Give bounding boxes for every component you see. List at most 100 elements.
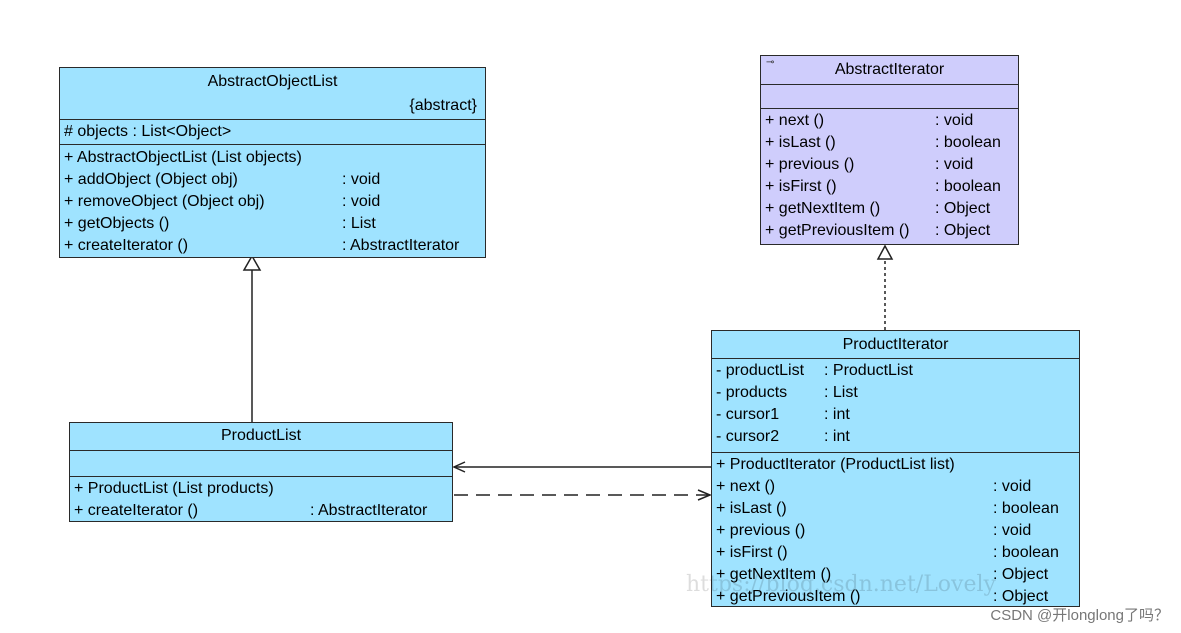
operation-row: + getPreviousItem () : Object bbox=[761, 220, 1018, 242]
operation-row: + ProductIterator (ProductList list) bbox=[712, 454, 1079, 476]
operation-type: : AbstractIterator bbox=[310, 502, 428, 519]
operation-row: + addObject (Object obj) : void bbox=[60, 169, 485, 191]
operation-type: : Object bbox=[935, 222, 991, 239]
operation-name: + getNextItem () bbox=[716, 566, 832, 583]
class-name: AbstractObjectList bbox=[207, 73, 338, 90]
attribute-name: - productList bbox=[716, 362, 805, 379]
realization-productiterator-abstractiterator bbox=[876, 244, 894, 330]
operations-section: + AbstractObjectList (List objects) + ad… bbox=[60, 144, 485, 257]
operation-name: + getNextItem () bbox=[765, 200, 881, 217]
interface-abstract-iterator[interactable]: ⊸ AbstractIterator + next () : void + is… bbox=[760, 55, 1019, 245]
operation-name: + ProductList (List products) bbox=[74, 480, 274, 497]
operation-row: + AbstractObjectList (List objects) bbox=[60, 147, 485, 169]
operations-section: + ProductIterator (ProductList list) + n… bbox=[712, 452, 1079, 608]
operation-row: + previous () : void bbox=[761, 154, 1018, 176]
operation-row: + createIterator () : AbstractIterator bbox=[70, 500, 452, 522]
operation-name: + removeObject (Object obj) bbox=[64, 193, 265, 210]
attribute-row: - cursor1 : int bbox=[712, 404, 1079, 426]
operation-name: + getPreviousItem () bbox=[716, 588, 861, 605]
operation-row: + getPreviousItem () : Object bbox=[712, 586, 1079, 608]
class-name-section: ⊸ AbstractIterator bbox=[761, 56, 1018, 84]
operation-name: + isFirst () bbox=[716, 544, 788, 561]
watermark: https://blog.csdn.net/Lovely bbox=[686, 572, 996, 597]
inheritance-productlist-abstractobjectlist bbox=[242, 254, 262, 422]
attributes-section: - productList : ProductList - products :… bbox=[712, 358, 1079, 452]
attribute-row: - products : List bbox=[712, 382, 1079, 404]
operation-name: + previous () bbox=[716, 522, 806, 539]
class-name: AbstractIterator bbox=[834, 61, 945, 78]
dependency-productlist-productiterator bbox=[454, 489, 712, 501]
operation-row: + isLast () : boolean bbox=[761, 132, 1018, 154]
operation-name: + addObject (Object obj) bbox=[64, 171, 238, 188]
attribute-row: - productList : ProductList bbox=[712, 360, 1079, 382]
operation-type: : void bbox=[935, 156, 974, 173]
class-name-section: AbstractObjectList {abstract} bbox=[60, 68, 485, 119]
operation-name: + next () bbox=[716, 478, 776, 495]
operation-name: + getPreviousItem () bbox=[765, 222, 910, 239]
operation-type: : void bbox=[342, 193, 381, 210]
attribute-type: : ProductList bbox=[824, 362, 913, 379]
attribute-row: - cursor2 : int bbox=[712, 426, 1079, 448]
operation-row: + isLast () : boolean bbox=[712, 498, 1079, 520]
operation-type: : Object bbox=[993, 566, 1049, 583]
operation-row: + isFirst () : boolean bbox=[761, 176, 1018, 198]
operation-name: + AbstractObjectList (List objects) bbox=[64, 149, 302, 166]
operation-type: : void bbox=[935, 112, 974, 129]
stereotype-label: {abstract} bbox=[409, 97, 477, 114]
operation-row: + isFirst () : boolean bbox=[712, 542, 1079, 564]
operation-row: + getNextItem () : Object bbox=[712, 564, 1079, 586]
attribute-type: : int bbox=[824, 428, 850, 445]
operation-type: : boolean bbox=[935, 178, 1001, 195]
class-product-list[interactable]: ProductList + ProductList (List products… bbox=[69, 422, 453, 522]
operation-row: + ProductList (List products) bbox=[70, 478, 452, 500]
operation-name: + ProductIterator (ProductList list) bbox=[716, 456, 955, 473]
operation-row: + getNextItem () : Object bbox=[761, 198, 1018, 220]
class-name-section: ProductIterator bbox=[712, 331, 1079, 358]
operation-type: : boolean bbox=[935, 134, 1001, 151]
operation-name: + isFirst () bbox=[765, 178, 837, 195]
operation-type: : void bbox=[993, 522, 1032, 539]
attribute-name: - products bbox=[716, 384, 788, 401]
attribute-type: : List bbox=[824, 384, 858, 401]
class-abstract-object-list[interactable]: AbstractObjectList {abstract} # objects … bbox=[59, 67, 486, 258]
operation-type: : void bbox=[993, 478, 1032, 495]
attributes-section bbox=[761, 84, 1018, 108]
operation-name: + createIterator () bbox=[64, 237, 189, 254]
operation-type: : boolean bbox=[993, 500, 1059, 517]
operation-type: : List bbox=[342, 215, 376, 232]
operation-name: + isLast () bbox=[716, 500, 787, 517]
class-name-section: ProductList bbox=[70, 423, 452, 450]
operation-name: + getObjects () bbox=[64, 215, 170, 232]
association-productiterator-productlist bbox=[452, 461, 711, 473]
operation-row: + removeObject (Object obj) : void bbox=[60, 191, 485, 213]
attributes-section: # objects : List<Object> bbox=[60, 119, 485, 144]
operation-name: + createIterator () bbox=[74, 502, 199, 519]
operation-type: : Object bbox=[993, 588, 1049, 605]
attribute-name: - cursor1 bbox=[716, 406, 780, 423]
class-name: ProductList bbox=[220, 427, 302, 444]
footer-credit: CSDN @开longlong了吗？ bbox=[990, 607, 1169, 624]
operation-name: + previous () bbox=[765, 156, 855, 173]
operation-type: : boolean bbox=[993, 544, 1059, 561]
attribute-row: # objects : List<Object> bbox=[60, 121, 485, 143]
operations-section: + next () : void + isLast () : boolean +… bbox=[761, 108, 1018, 242]
operation-row: + next () : void bbox=[712, 476, 1079, 498]
attributes-section bbox=[70, 450, 452, 476]
class-product-iterator[interactable]: ProductIterator - productList : ProductL… bbox=[711, 330, 1080, 607]
operation-type: : Object bbox=[935, 200, 991, 217]
operation-type: : AbstractIterator bbox=[342, 237, 460, 254]
operation-row: + previous () : void bbox=[712, 520, 1079, 542]
operations-section: + ProductList (List products) + createIt… bbox=[70, 476, 452, 522]
operation-type: : void bbox=[342, 171, 381, 188]
operation-name: + next () bbox=[765, 112, 825, 129]
operation-name: + isLast () bbox=[765, 134, 836, 151]
attribute-name: # objects : List<Object> bbox=[64, 123, 232, 140]
attribute-type: : int bbox=[824, 406, 850, 423]
operation-row: + getObjects () : List bbox=[60, 213, 485, 235]
operation-row: + createIterator () : AbstractIterator bbox=[60, 235, 485, 257]
operation-row: + next () : void bbox=[761, 110, 1018, 132]
class-name: ProductIterator bbox=[842, 336, 949, 353]
attribute-name: - cursor2 bbox=[716, 428, 780, 445]
interface-icon: ⊸ bbox=[766, 57, 775, 68]
